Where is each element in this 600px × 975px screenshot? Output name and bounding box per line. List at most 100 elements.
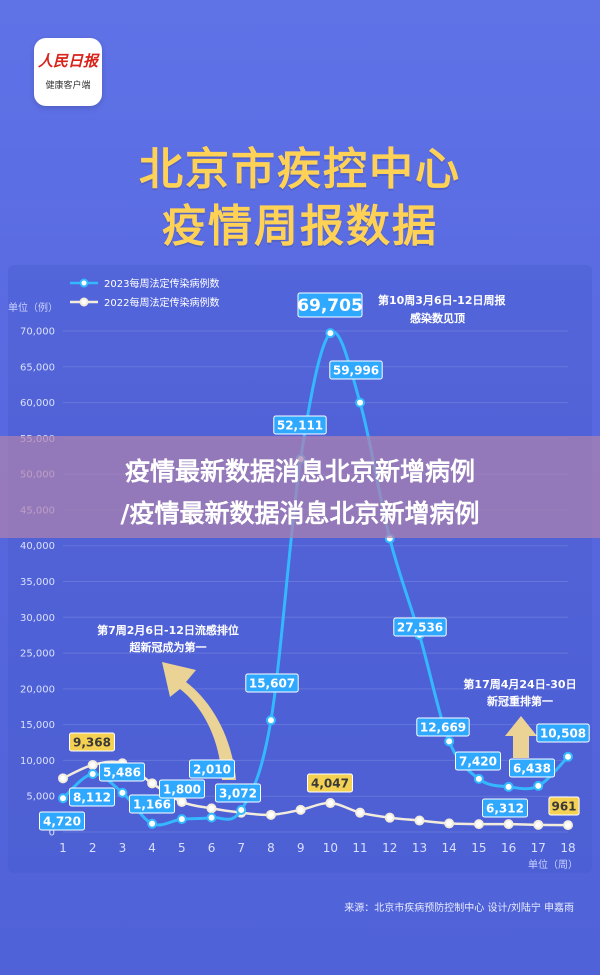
annotation-week17-line2: 新冠重排第一 bbox=[487, 694, 553, 708]
data-label-2023-box bbox=[69, 787, 115, 807]
data-label-2023-box bbox=[39, 811, 85, 831]
x-tick-label: 7 bbox=[237, 841, 245, 855]
data-label-2023: 6,438 bbox=[513, 762, 551, 776]
x-tick-label: 12 bbox=[382, 841, 397, 855]
x-tick-label: 5 bbox=[178, 841, 186, 855]
data-point-2022 bbox=[295, 804, 306, 815]
data-label-2023-box bbox=[393, 617, 447, 637]
data-label-2023: 5,486 bbox=[103, 766, 141, 780]
data-label-2022: 4,047 bbox=[311, 777, 349, 791]
data-point-2023 bbox=[355, 397, 366, 408]
data-point-2022 bbox=[147, 778, 158, 789]
data-label-2023: 27,536 bbox=[397, 621, 443, 635]
legend-label-2022: 2022每周法定传染病例数 bbox=[104, 296, 219, 309]
data-label-2022-box bbox=[69, 732, 115, 752]
data-point-2022 bbox=[384, 812, 395, 823]
data-label-2022-box bbox=[548, 796, 580, 816]
x-tick-label: 1 bbox=[59, 841, 67, 855]
data-label-2023-box bbox=[215, 783, 261, 803]
y-tick-label: 30,000 bbox=[20, 613, 55, 624]
data-label-2023-box bbox=[245, 673, 299, 693]
data-point-2022 bbox=[355, 807, 366, 818]
data-label-2023: 4,720 bbox=[43, 815, 81, 829]
data-point-2022 bbox=[206, 803, 217, 814]
data-point-2023 bbox=[473, 773, 484, 784]
annotation-week10-line1: 第10周3月6日-12日周报 bbox=[378, 293, 506, 307]
data-point-2023 bbox=[444, 736, 455, 747]
data-label-2023: 7,420 bbox=[459, 755, 497, 769]
data-label-2023-box bbox=[455, 751, 501, 771]
x-tick-label: 3 bbox=[119, 841, 127, 855]
data-label-2023-box bbox=[159, 779, 205, 799]
data-point-2022 bbox=[58, 773, 68, 784]
legend-marker-2023 bbox=[79, 278, 89, 288]
data-point-2022 bbox=[533, 819, 544, 830]
data-point-2022 bbox=[444, 818, 455, 829]
annotation-arrow-week17 bbox=[505, 716, 537, 758]
x-tick-label: 17 bbox=[531, 841, 546, 855]
y-tick-label: 35,000 bbox=[20, 577, 55, 588]
legend-label-2023: 2023每周法定传染病例数 bbox=[104, 277, 219, 290]
x-axis-unit: 单位（周） bbox=[528, 858, 578, 871]
data-point-2023 bbox=[147, 818, 158, 829]
data-label-2023-box bbox=[482, 798, 528, 818]
x-tick-label: 6 bbox=[208, 841, 216, 855]
x-tick-label: 16 bbox=[501, 841, 516, 855]
data-point-2023 bbox=[58, 793, 68, 804]
data-label-2023: 1,166 bbox=[133, 798, 171, 812]
data-label-2023: 10,508 bbox=[540, 727, 586, 741]
data-label-2023: 69,705 bbox=[297, 296, 363, 316]
data-point-2023 bbox=[533, 780, 544, 791]
y-tick-label: 25,000 bbox=[20, 649, 55, 660]
source-credit: 来源：北京市疾病预防控制中心 设计/刘陆宁 申嘉雨 bbox=[344, 903, 574, 914]
data-point-2023 bbox=[206, 812, 217, 823]
data-label-2023: 3,072 bbox=[219, 787, 257, 801]
logo-brand-text: 人民日报 bbox=[37, 52, 98, 70]
x-tick-label: 18 bbox=[560, 841, 575, 855]
data-point-2023 bbox=[563, 751, 573, 762]
data-label-2022: 9,368 bbox=[73, 736, 111, 750]
data-label-2022-box bbox=[307, 773, 353, 793]
data-label-2023-box bbox=[99, 762, 145, 782]
annotation-week17-line1: 第17周4月24日-30日 bbox=[463, 677, 576, 691]
y-tick-label: 65,000 bbox=[20, 362, 55, 373]
annotation-week10-line2: 感染数见顶 bbox=[410, 311, 465, 325]
x-tick-label: 13 bbox=[412, 841, 427, 855]
logo-sub-text: 健康客户端 bbox=[45, 81, 91, 91]
data-label-2023-box bbox=[297, 292, 363, 318]
data-point-2023 bbox=[236, 805, 247, 816]
data-label-2023-box bbox=[416, 717, 470, 737]
app-logo: 人民日报 健康客户端 bbox=[34, 38, 102, 106]
data-label-2023-box bbox=[273, 415, 327, 435]
data-point-2022 bbox=[265, 809, 276, 820]
data-point-2023 bbox=[117, 787, 128, 798]
data-point-2022 bbox=[176, 796, 187, 807]
x-tick-label: 14 bbox=[442, 841, 457, 855]
data-label-2023-box bbox=[329, 360, 383, 380]
banner-line1: 疫情最新数据消息北京新增病例 bbox=[124, 457, 475, 486]
y-tick-label: 20,000 bbox=[20, 684, 55, 695]
data-point-2023 bbox=[265, 715, 276, 726]
annotation-week7-line1: 第7周2月6日-12日流感排位 bbox=[97, 623, 239, 637]
y-tick-label: 5,000 bbox=[26, 792, 55, 803]
data-label-2023-box bbox=[536, 723, 590, 743]
data-label-2023: 8,112 bbox=[73, 791, 111, 805]
data-label-2022: 961 bbox=[551, 800, 576, 814]
y-axis-unit: 单位（例） bbox=[8, 301, 58, 314]
x-tick-label: 4 bbox=[148, 841, 156, 855]
x-tick-label: 15 bbox=[471, 841, 486, 855]
data-point-2023 bbox=[87, 768, 98, 779]
series-line-2023 bbox=[61, 330, 570, 827]
y-tick-label: 0 bbox=[49, 828, 55, 839]
annotation-week7-line2: 超新冠成为第一 bbox=[129, 640, 207, 654]
banner-line2: /疫情最新数据消息北京新增病例 bbox=[120, 499, 480, 528]
data-label-2023-box bbox=[129, 794, 175, 814]
y-tick-label: 40,000 bbox=[20, 541, 55, 552]
data-point-2023 bbox=[325, 328, 336, 339]
y-tick-label: 60,000 bbox=[20, 398, 55, 409]
data-label-2023: 52,111 bbox=[277, 419, 323, 433]
data-label-2023: 2,010 bbox=[193, 763, 231, 777]
data-label-2023: 12,669 bbox=[420, 721, 466, 735]
y-tick-label: 10,000 bbox=[20, 756, 55, 767]
